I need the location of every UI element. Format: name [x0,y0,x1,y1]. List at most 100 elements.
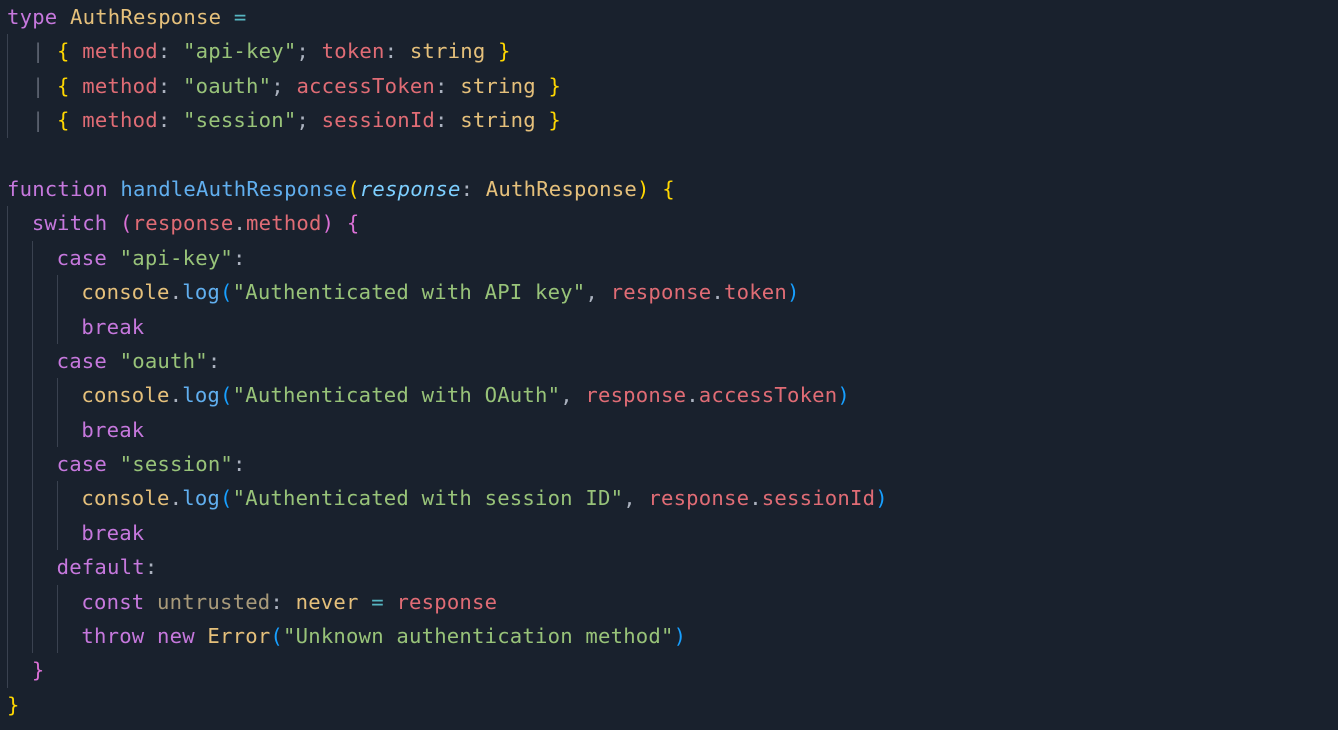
token-str: "session" [183,108,297,133]
token-punct [107,452,120,476]
token-obj: console [81,280,170,305]
indent-whitespace [7,315,81,339]
token-punct [144,590,157,614]
code-line[interactable]: case "api-key": [0,240,1338,276]
indent-whitespace [7,108,32,132]
token-kw: default [56,555,145,580]
token-param: response [359,176,461,201]
token-fn: log [182,486,221,511]
token-punct: : [233,452,246,477]
token-punct: ; [296,108,322,133]
code-line[interactable]: function handleAuthResponse(response: Au… [0,172,1338,206]
token-str: "session" [119,452,234,477]
token-brace-1: } [548,108,562,133]
indent-whitespace [7,418,81,442]
token-brace-3: ( [270,624,284,649]
token-punct [107,211,120,235]
indent-guide [32,619,34,654]
indent-guide [7,550,8,585]
code-line[interactable]: case "oauth": [0,343,1338,379]
token-kw: case [56,452,108,477]
token-brace-3: ) [787,280,800,305]
code-line[interactable]: throw new Error("Unknown authentication … [0,619,1338,654]
code-line[interactable]: | { method: "oauth"; accessToken: string… [0,68,1338,104]
token-punct [384,590,397,614]
token-punct: . [169,280,183,305]
token-punct [144,624,157,648]
token-brace-1: ) [636,176,650,201]
indent-guide [57,412,59,448]
code-line[interactable]: default: [0,550,1338,585]
indent-guide [7,515,8,551]
indent-whitespace [7,486,81,510]
token-str: "Authenticated with API key" [232,280,586,305]
token-prim: string [460,73,536,98]
indent-whitespace [7,590,81,614]
code-line[interactable]: break [0,309,1338,344]
code-line[interactable]: | { method: "session"; sessionId: string… [0,103,1338,138]
indent-guide [57,584,59,620]
indent-guide [32,378,34,413]
token-str: "api-key" [183,39,297,64]
token-pipe: | [31,108,58,133]
indent-guide [7,343,8,379]
code-line[interactable]: const untrusted: never = response [0,584,1338,620]
indent-guide [57,275,59,310]
indent-whitespace [7,280,81,304]
token-pipe: | [31,73,58,98]
code-line[interactable]: case "session": [0,447,1338,482]
token-punct: : [435,73,461,98]
token-brace-3: ( [220,280,233,305]
token-kw: break [81,520,145,545]
token-punct [195,624,208,648]
code-line[interactable] [0,138,1338,172]
token-prim: string [409,39,486,64]
token-kw: break [81,417,145,442]
code-line[interactable]: console.log("Authenticated with API key"… [0,275,1338,310]
token-var: token [724,280,787,305]
indent-guide [7,103,8,138]
token-var: response [648,486,750,511]
token-punct: : [144,555,158,580]
token-var: response [132,211,234,236]
indent-guide [57,309,59,344]
indent-guide [7,275,8,310]
token-punct: . [711,280,724,305]
code-line[interactable]: | { method: "api-key"; token: string } [0,34,1338,69]
token-punct: : [207,348,221,373]
token-fn: log [182,280,221,305]
token-op: = [233,5,247,29]
indent-whitespace [7,624,81,648]
indent-whitespace [7,39,32,63]
code-line[interactable]: console.log("Authenticated with session … [0,481,1338,516]
token-str: "oauth" [119,348,208,373]
code-line[interactable]: console.log("Authenticated with OAuth", … [0,378,1338,413]
token-type-name: Error [207,624,271,649]
token-brace-3: ) [673,624,687,649]
token-brace-2: ( [120,211,133,236]
code-line[interactable]: break [0,412,1338,448]
token-punct: : [435,108,461,133]
token-fn: log [182,383,221,408]
indent-guide [7,309,8,344]
code-line[interactable]: type AuthResponse = [0,0,1338,34]
token-punct: ; [271,73,297,98]
code-line[interactable]: } [0,688,1338,722]
code-line[interactable]: break [0,515,1338,551]
token-brace-3: ( [220,383,233,408]
token-brace-2: ) [321,211,335,236]
token-punct: : [460,176,486,201]
indent-guide [32,275,34,310]
code-line[interactable]: } [0,653,1338,688]
token-var: response [396,589,498,614]
token-brace-3: ) [837,383,850,408]
token-punct: : [157,39,184,64]
token-punct: : [233,245,246,270]
code-line[interactable]: switch (response.method) { [0,206,1338,241]
token-str: "api-key" [119,245,234,270]
indent-whitespace [7,521,81,545]
token-var: sessionId [761,486,876,511]
token-kw: switch [31,211,108,236]
indent-guide [7,206,8,241]
